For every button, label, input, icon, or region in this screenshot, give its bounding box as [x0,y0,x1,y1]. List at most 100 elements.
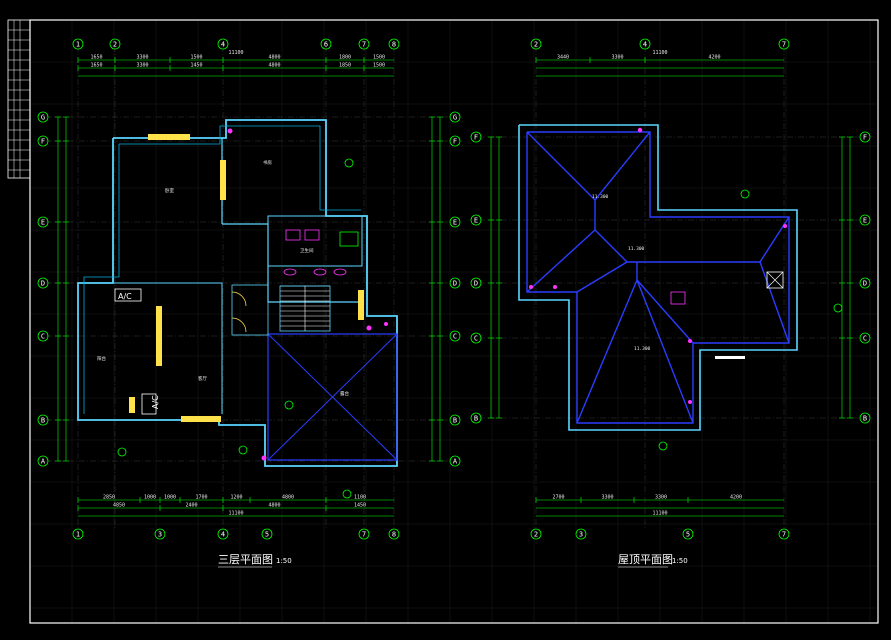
axis-label: F [863,134,867,142]
axis-bubble [37,330,49,342]
dimension-text: 1500 [190,55,202,61]
magenta-markers [529,127,787,404]
axis-bubble [575,528,587,540]
section-marker [117,447,127,457]
room-label: 卫生间 [300,247,314,254]
axis-label: G [41,114,45,122]
left-plan-scale: 1:50 [276,557,292,565]
axis-bubble [470,214,482,226]
dimension-text: 2700 [552,495,564,501]
axis-label: D [863,280,867,288]
axis-label: 3 [158,531,162,539]
dimension-total: 11100 [652,50,667,56]
axis-label: B [41,417,45,425]
axis-bubble [37,216,49,228]
dimension-text: 1450 [354,503,366,509]
elevation-label: 11.300 [592,194,609,200]
axis-bubble [530,528,542,540]
axis-bubble [449,111,461,123]
dimension-text: 1500 [373,63,385,69]
axis-bubble [859,277,871,289]
door-swings [231,291,247,333]
staircase [279,285,331,332]
dimension-text: 4200 [730,495,742,501]
axis-bubble [37,455,49,467]
axis-label: B [863,415,867,423]
axis-bubble [358,38,370,50]
axis-label: 4 [221,531,225,539]
room-label: 客厅 [198,375,207,382]
axis-label: E [453,219,457,227]
section-marker [740,189,750,199]
axis-label: 1 [76,41,80,49]
axis-bubble [320,38,332,50]
section-marker [658,441,668,451]
axis-label: 5 [686,531,690,539]
chimney-vent [670,271,784,359]
dimension-total: 11100 [652,511,667,517]
axis-bubble [449,216,461,228]
ac-label: A/C [151,395,160,409]
axis-label: D [453,280,457,288]
axis-bubble [470,277,482,289]
axis-bubble [470,412,482,424]
axis-label: 2 [534,531,538,539]
dimension-text: 1800 [339,55,351,61]
axis-label: 7 [362,531,366,539]
left-plan-title: 三层平面图 [218,553,273,566]
axis-label: 5 [265,531,269,539]
axis-label: C [474,335,478,343]
axis-bubble [778,528,790,540]
axis-bubble [388,38,400,50]
room-label: 阳台 [97,355,106,362]
axis-label: 7 [782,41,786,49]
dimension-text: 1200 [230,495,242,501]
axis-label: 8 [392,531,396,539]
axis-bubble [261,528,273,540]
axis-bubble [72,528,84,540]
axis-label: C [453,333,457,341]
dimension-text: 3300 [601,495,613,501]
dimension-text: 3300 [611,55,623,61]
axis-bubble [470,332,482,344]
axis-label: 7 [362,41,366,49]
axis-label: C [41,333,45,341]
dimension-text: 1000 [144,495,156,501]
dimension-total: 11100 [228,511,243,517]
axis-label: 2 [113,41,117,49]
axis-bubble [530,38,542,50]
dimension-text: 2400 [185,503,197,509]
axis-label: 2 [534,41,538,49]
elevation-label: 11.300 [628,246,645,252]
axis-label: 4 [221,41,225,49]
axis-bubble [449,135,461,147]
dimension-text: 3440 [557,55,569,61]
ac-label: A/C [118,292,132,301]
magenta-markers [227,128,388,461]
elevation-label: 11.300 [634,346,651,352]
bathroom-fixtures [283,229,359,276]
axis-bubble [37,135,49,147]
axis-bubble [37,277,49,289]
axis-label: A [453,458,458,466]
section-marker [238,445,248,455]
roof-outline [518,124,798,431]
axis-label: 6 [324,41,328,49]
axis-label: 4 [643,41,647,49]
axis-bubble [37,414,49,426]
dimension-text: 4800 [282,495,294,501]
axis-label: B [474,415,478,423]
room-labels: 卧室 书房 卫生间 阳台 露台 客厅 [97,159,349,397]
axis-label: G [453,114,457,122]
room-label: 露台 [340,390,349,397]
axis-label: E [863,217,867,225]
dimension-text: 4800 [268,55,280,61]
axis-bubble [859,332,871,344]
dimension-text: 1500 [373,55,385,61]
dimension-text: 1100 [354,495,366,501]
axis-label: 3 [579,531,583,539]
axis-bubble [859,214,871,226]
elevation-labels: 11.300 11.300 11.300 [592,194,651,352]
